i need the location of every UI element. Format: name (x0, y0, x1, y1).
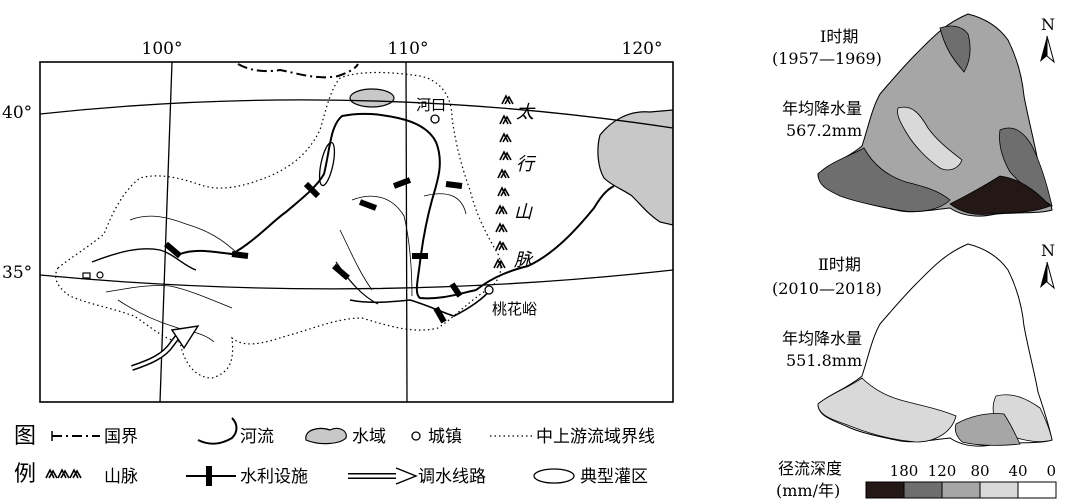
national-border (237, 63, 359, 79)
meridian-100 (159, 62, 173, 402)
legend-title-1: 图 (14, 424, 36, 449)
legend-river-label: 河流 (240, 427, 274, 447)
mountain-char-1: 太 (516, 102, 536, 123)
legend-mountain-symbol (45, 469, 82, 479)
legend-river-symbol (197, 417, 238, 445)
sea-water (597, 109, 673, 226)
runoff-tick-label: 120 (928, 462, 957, 480)
lat-label-35: 35° (2, 263, 32, 283)
period-2-precip-value: 551.8mm (786, 351, 862, 370)
legend-water-symbol (305, 427, 347, 445)
legend-basin-label: 中上游流域界线 (536, 427, 655, 447)
main-map: 100° 110° 120° 40° 35° (2, 39, 674, 403)
legend-mountain-label: 山脉 (104, 467, 138, 487)
period-1-north-label: N (1041, 15, 1055, 34)
legend-irrigation-symbol (533, 468, 575, 484)
legend-town-symbol (411, 431, 421, 441)
runoff-swatch (1017, 481, 1057, 499)
legend-water-label: 水域 (352, 427, 386, 447)
period-1-precip-value: 567.2mm (786, 121, 862, 140)
basin-boundary (55, 71, 502, 379)
runoff-legend: 径流深度 (mm/年) 180 120 80 40 0 (776, 459, 1057, 500)
legend-border-label: 国界 (104, 427, 138, 447)
runoff-swatch (979, 481, 1019, 499)
period-2-north-label: N (1041, 241, 1055, 260)
period-2-precip-label: 年均降水量 (782, 329, 862, 348)
yellow-river (179, 112, 615, 300)
period-1-title: Ⅰ时期 (820, 27, 858, 46)
tributaries (105, 193, 467, 343)
mountain-char-3: 山 (514, 202, 533, 223)
legend-town-label: 城镇 (428, 427, 462, 447)
period-1-north-arrow: N (1040, 15, 1055, 64)
runoff-tick-label: 80 (970, 462, 989, 480)
town-upper-marker (96, 271, 104, 279)
runoff-ticks: 180 120 80 40 0 (890, 462, 1056, 480)
runoff-legend-title: 径流深度 (778, 459, 842, 478)
runoff-swatch (865, 481, 905, 499)
map-frame (39, 61, 674, 403)
runoff-swatch (903, 481, 943, 499)
period-2-north-arrow: N (1040, 241, 1055, 290)
period-1-years: (1957—1969) (772, 49, 882, 68)
parallel-35 (40, 269, 673, 290)
town-hekou-marker (430, 114, 440, 124)
town-upper-square (82, 272, 91, 279)
runoff-tick-label: 40 (1008, 462, 1027, 480)
period-1-panel: Ⅰ时期 (1957—1969) 年均降水量 567.2mm N (772, 13, 1055, 217)
runoff-swatches (865, 481, 1057, 499)
legend-facility-label: 水利设施 (240, 467, 308, 487)
diversion-route (131, 334, 181, 371)
runoff-tick-label: 0 (1046, 462, 1056, 480)
mountain-char-4: 脉 (514, 250, 534, 271)
town-taohuayu-label: 桃花峪 (492, 300, 537, 318)
period-2-panel: Ⅱ时期 (2010—2018) 年均降水量 551.8mm N (772, 241, 1055, 447)
period-1-precip-label: 年均降水量 (782, 99, 862, 118)
mountain-char-2: 行 (516, 154, 537, 175)
runoff-legend-unit: (mm/年) (776, 481, 840, 500)
town-taohuayu-marker (484, 285, 494, 295)
taihang-mountains: 太 行 山 脉 (493, 95, 537, 271)
parallel-40 (40, 99, 673, 129)
period-2-years: (2010—2018) (772, 279, 882, 298)
lat-label-40: 40° (2, 103, 32, 123)
lon-label-100: 100° (142, 39, 183, 59)
legend-title-2: 例 (14, 462, 36, 487)
town-hekou-label: 河口 (416, 96, 446, 114)
map-legend: 图 例 国界 河流 水域 城镇 中上游流域界线 山脉 水利设施 (14, 417, 655, 487)
water-facilities (164, 177, 463, 324)
lake (349, 88, 395, 108)
legend-diversion-label: 调水线路 (418, 467, 486, 487)
runoff-swatch (941, 481, 981, 499)
legend-irrigation-label: 典型灌区 (580, 467, 648, 487)
fen-river (335, 261, 379, 305)
period-2-title: Ⅱ时期 (818, 255, 861, 274)
lon-label-120: 120° (622, 39, 663, 59)
legend-facility-symbol (206, 466, 212, 486)
meridian-110 (405, 62, 408, 402)
runoff-tick-label: 180 (890, 462, 919, 480)
upper-river (91, 248, 197, 271)
lon-label-110: 110° (388, 39, 429, 59)
